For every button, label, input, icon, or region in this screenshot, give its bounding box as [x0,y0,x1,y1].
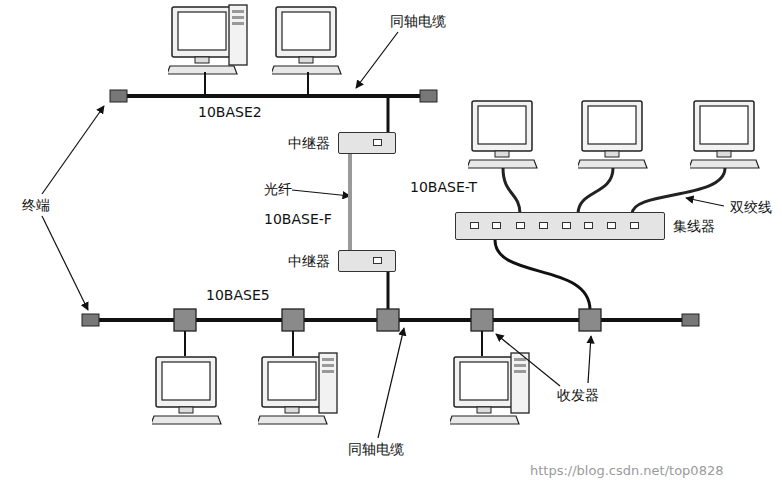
callout-label: 同轴电缆 [346,440,406,458]
port [562,222,571,229]
device-label: 集线器 [673,217,715,235]
hub-uplink [495,240,590,310]
drop-cable [307,72,309,96]
twisted-pair-cables [503,168,725,214]
drop-cables [185,331,482,356]
computer [167,7,237,74]
callout-label: 收发器 [555,386,601,404]
leader-arrows [42,32,724,438]
network-type-label: 10BASE-T [408,178,479,196]
terminator [82,314,99,326]
network-type-label: 10BASE5 [204,286,272,304]
repeater-node: 中继器 [288,250,396,272]
computer [449,357,519,424]
port [516,222,525,229]
watermark: https://blog.csdn.net/top0828 [528,462,725,480]
port [470,222,479,229]
computer-tower [319,353,337,413]
computer [467,101,537,168]
network-type-label: 10BASE2 [196,103,264,121]
hub-node: 集线器 [455,212,715,240]
computer [257,357,327,424]
port [539,222,548,229]
callout-label: 双绞线 [728,198,774,216]
repeater-node: 中继器 [288,132,396,154]
computer-tower [229,5,247,65]
coax-cable [118,94,428,98]
callout-label: 终端 [20,196,52,214]
port [630,222,639,229]
computer [689,101,759,168]
hub-device [455,212,665,240]
port [584,222,593,229]
drop-cable [204,72,206,96]
computer [151,357,221,424]
port [373,257,382,264]
port [373,139,382,146]
transceivers [174,309,601,331]
terminator [682,314,699,326]
computer [577,101,647,168]
terminator [420,90,437,102]
fiber-link [348,154,352,250]
coax-drop [387,96,390,134]
terminator [110,90,127,102]
computer [271,7,341,74]
repeater-device [338,250,396,272]
device-label: 中继器 [288,134,330,152]
coax-drop [387,272,390,310]
device-label: 中继器 [288,252,330,270]
computer-tower [511,353,529,413]
repeater-device [338,132,396,154]
port [607,222,616,229]
port [492,222,501,229]
callout-label: 光纤 [262,180,294,198]
network-type-label: 10BASE-F [262,210,334,228]
callout-label: 同轴电缆 [388,12,448,30]
